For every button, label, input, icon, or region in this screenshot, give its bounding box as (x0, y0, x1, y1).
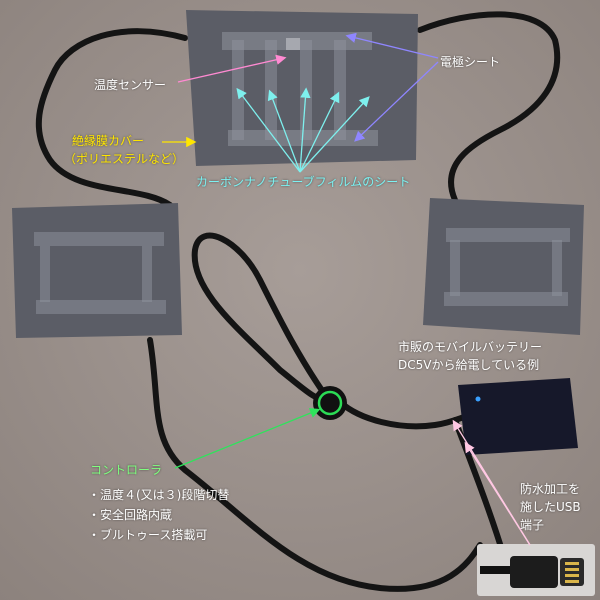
battery-sublabel: DC5Vから給電している例 (398, 358, 540, 372)
usb-label-3: 端子 (520, 518, 545, 532)
arrow-cnt-4 (299, 91, 340, 173)
arrow-electrode-bottom (354, 61, 439, 142)
arrow-cnt-5 (299, 96, 370, 173)
heater-sheet-left (12, 203, 182, 338)
temp-sensor-chip (286, 38, 300, 50)
usb-label-1: 防水加工を (520, 482, 581, 496)
strap-upper-right (417, 11, 561, 203)
controller-feature-3: ・ブルトゥース搭載可 (88, 528, 208, 542)
usb-connector-inset (477, 544, 595, 596)
cnt-sheet-label: カーボンナノチューブフィルムのシート (196, 175, 411, 189)
controller-feature-2: ・安全回路内蔵 (88, 508, 173, 522)
power-button-icon (317, 390, 343, 416)
usb-cable-to-connector (452, 417, 508, 563)
usb-label-2: 施したUSB (520, 500, 581, 514)
controller (313, 386, 347, 420)
strap-loop (191, 232, 333, 405)
insulating-cover-label: 絶縁膜カバー (72, 134, 145, 148)
mobile-battery (458, 378, 578, 455)
arrow-cnt-3 (299, 87, 311, 173)
battery-led (475, 396, 481, 402)
insulating-cover-sublabel: （ポリエステルなど） (64, 152, 185, 166)
temp-sensor-label: 温度センサー (94, 78, 167, 92)
arrow-electrode-top (345, 32, 439, 59)
controller-feature-1: ・温度４(又は３)段階切替 (88, 488, 230, 502)
strap-lower-left (147, 337, 483, 592)
arrow-usb-2 (464, 441, 531, 546)
electrode-sheet-label: 電極シート (440, 55, 501, 69)
heater-sheet-right (423, 198, 584, 335)
controller-label: コントローラ (90, 463, 163, 477)
arrow-temp-sensor (177, 54, 287, 83)
battery-label: 市販のモバイルバッテリー (398, 340, 543, 354)
strap-upper-left (35, 28, 188, 208)
arrow-controller (174, 408, 321, 469)
usb-cable-to-battery (337, 399, 473, 430)
arrow-cnt-2 (267, 89, 301, 173)
arrow-cnt-1 (236, 87, 301, 173)
strap-cables (35, 11, 561, 592)
